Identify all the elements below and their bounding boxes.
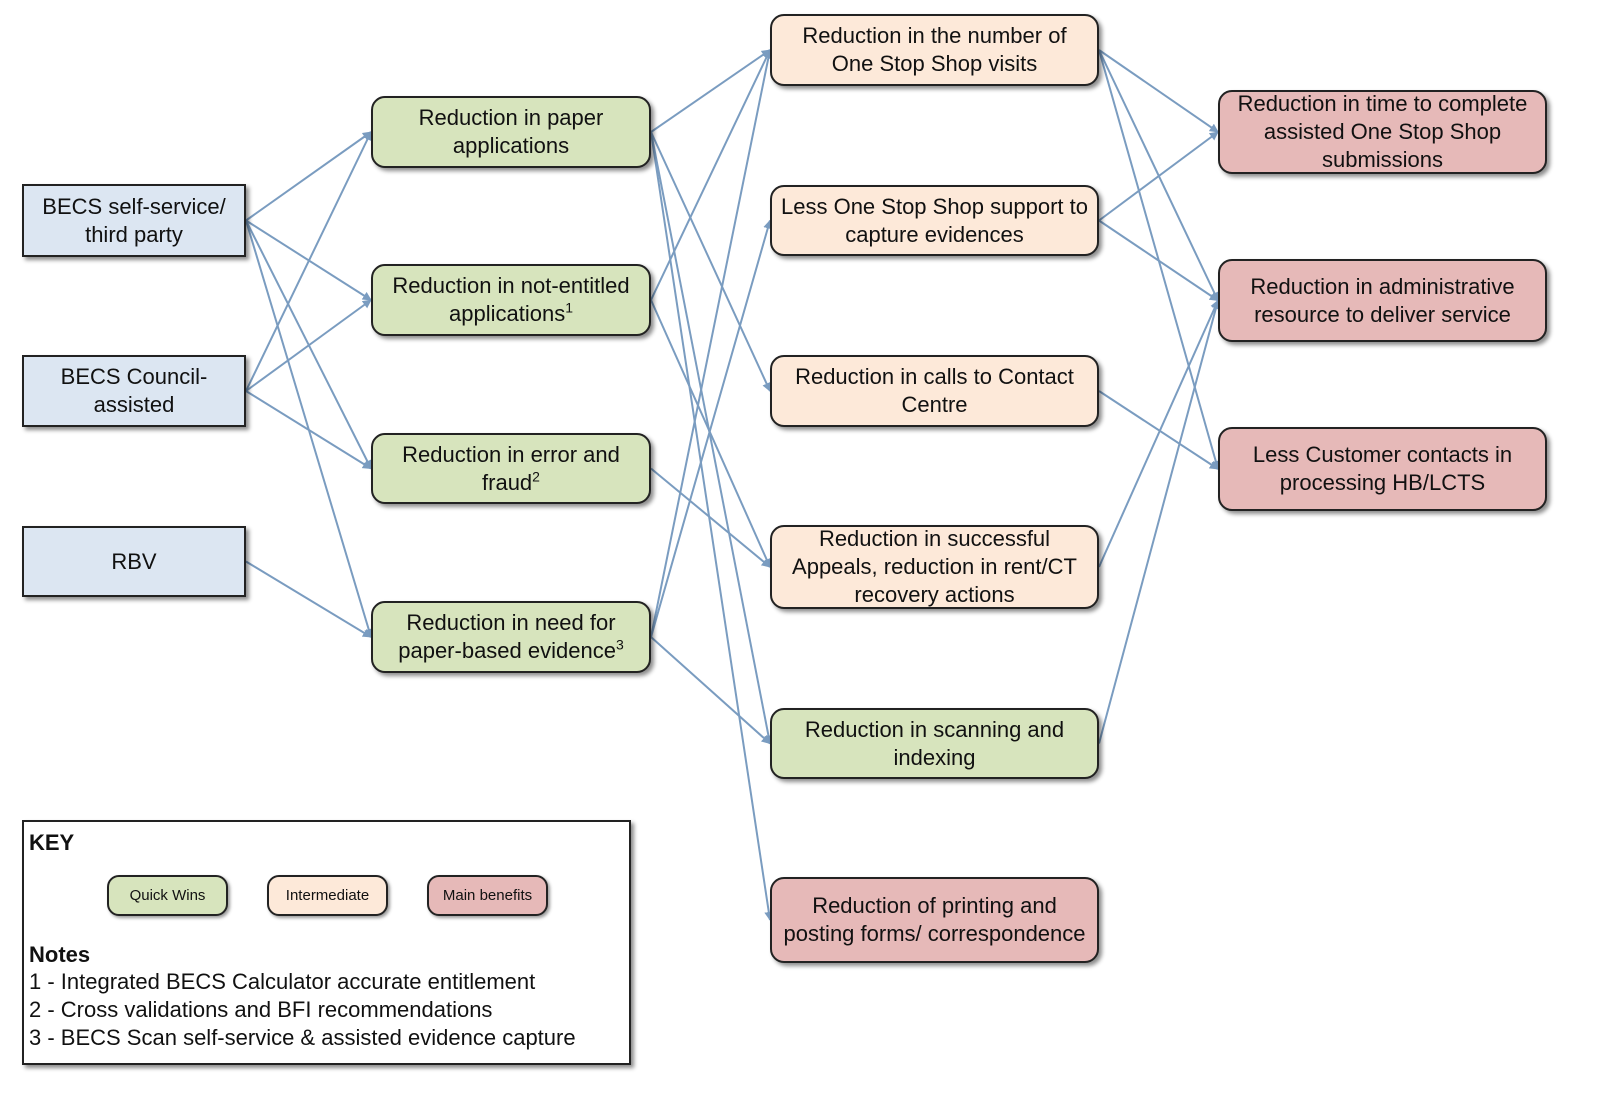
arrow-not_entitled-to-oss_visits	[650, 49, 771, 301]
arrow-calls-to-customer_contacts	[1098, 390, 1219, 470]
node-reduction-printing: Reduction of printing and posting forms/…	[770, 877, 1099, 963]
node-label: Reduction in administrative resource to …	[1250, 273, 1515, 327]
node-less-customer-contacts: Less Customer contacts in processing HB/…	[1218, 427, 1547, 511]
node-reduction-paper-evidence: Reduction in need for paper-based eviden…	[371, 601, 651, 673]
node-reduction-paper-applications: Reduction in paper applications	[371, 96, 651, 168]
arrow-becs_council-to-error_fraud	[245, 390, 372, 470]
arrow-paper_apps-to-printing	[650, 131, 774, 921]
key-legend: KEY Quick Wins Intermediate Main benefit…	[22, 820, 631, 1065]
arrow-oss_support-to-time_complete	[1098, 131, 1219, 222]
arrow-paper_evidence-to-oss_visits	[650, 49, 773, 638]
node-label: Less Customer contacts in processing HB/…	[1252, 442, 1513, 495]
node-label: Reduction of printing and posting forms/…	[783, 893, 1086, 946]
node-reduction-time-complete: Reduction in time to complete assisted O…	[1218, 90, 1547, 174]
node-reduction-oss-visits: Reduction in the number of One Stop Shop…	[770, 14, 1099, 86]
arrow-paper_apps-to-scanning	[650, 131, 773, 745]
arrow-becs_council-to-paper_apps	[245, 131, 372, 392]
node-label: Reduction in the number of One Stop Shop…	[802, 23, 1067, 76]
arrow-rbv-to-paper_evidence	[245, 560, 372, 638]
footnote-marker: 2	[532, 468, 540, 485]
node-label: Reduction in scanning and indexing	[804, 716, 1065, 770]
node-label: BECS Council-assisted	[60, 364, 208, 417]
node-reduction-admin-resource: Reduction in administrative resource to …	[1218, 259, 1547, 342]
arrow-paper_apps-to-oss_visits	[650, 49, 771, 133]
legend-main-benefits: Main benefits	[427, 875, 548, 916]
node-reduction-not-entitled: Reduction in not-entitled applications1	[371, 264, 651, 336]
arrow-paper_evidence-to-oss_support	[650, 219, 773, 638]
node-label: Reduction in paper applications	[418, 105, 604, 158]
arrow-becs_council-to-not_entitled	[245, 299, 372, 392]
arrow-paper_apps-to-calls	[650, 131, 771, 392]
arrow-oss_support-to-admin_resource	[1098, 219, 1219, 302]
node-less-oss-support: Less One Stop Shop support to capture ev…	[770, 185, 1099, 256]
node-label: Less One Stop Shop support to capture ev…	[781, 193, 1088, 247]
footnote-marker: 3	[615, 636, 624, 653]
arrow-scanning-to-admin_resource	[1098, 299, 1221, 744]
node-label: Reduction in error and fraud2	[402, 441, 620, 495]
arrow-becs_self-to-paper_apps	[245, 131, 372, 222]
arrow-oss_visits-to-time_complete	[1098, 49, 1219, 133]
legend-quick-wins: Quick Wins	[107, 875, 228, 916]
node-label: Reduction in not-entitled applications1	[392, 273, 630, 326]
node-reduction-appeals: Reduction in successful Appeals, reducti…	[770, 525, 1099, 609]
arrow-not_entitled-to-appeals	[650, 299, 771, 568]
node-label: Reduction in calls to Contact Centre	[795, 364, 1074, 417]
node-reduction-calls: Reduction in calls to Contact Centre	[770, 355, 1099, 427]
node-label: RBV	[111, 548, 157, 574]
note-3: 3 - BECS Scan self-service & assisted ev…	[29, 1025, 576, 1050]
note-1: 1 - Integrated BECS Calculator accurate …	[29, 969, 536, 994]
node-becs-council-assisted: BECS Council-assisted	[22, 355, 246, 427]
node-reduction-scanning: Reduction in scanning and indexing	[770, 708, 1099, 779]
node-rbv: RBV	[22, 526, 246, 597]
node-label: BECS self-service/ third party	[42, 193, 226, 247]
legend-intermediate: Intermediate	[267, 875, 388, 916]
arrow-paper_evidence-to-scanning	[650, 636, 771, 745]
notes-title: Notes	[29, 942, 91, 967]
node-label: Reduction in need for paper-based eviden…	[398, 610, 624, 663]
node-reduction-error-fraud: Reduction in error and fraud2	[371, 433, 651, 504]
footnote-marker: 1	[565, 299, 573, 316]
note-2: 2 - Cross validations and BFI recommenda…	[29, 997, 493, 1022]
arrow-error_fraud-to-appeals	[650, 467, 771, 568]
node-label: Reduction in successful Appeals, reducti…	[792, 526, 1077, 607]
arrow-appeals-to-admin_resource	[1098, 299, 1219, 568]
key-title: KEY	[29, 830, 75, 855]
node-becs-self-service: BECS self-service/ third party	[22, 184, 246, 257]
node-label: Reduction in time to complete assisted O…	[1237, 91, 1528, 172]
